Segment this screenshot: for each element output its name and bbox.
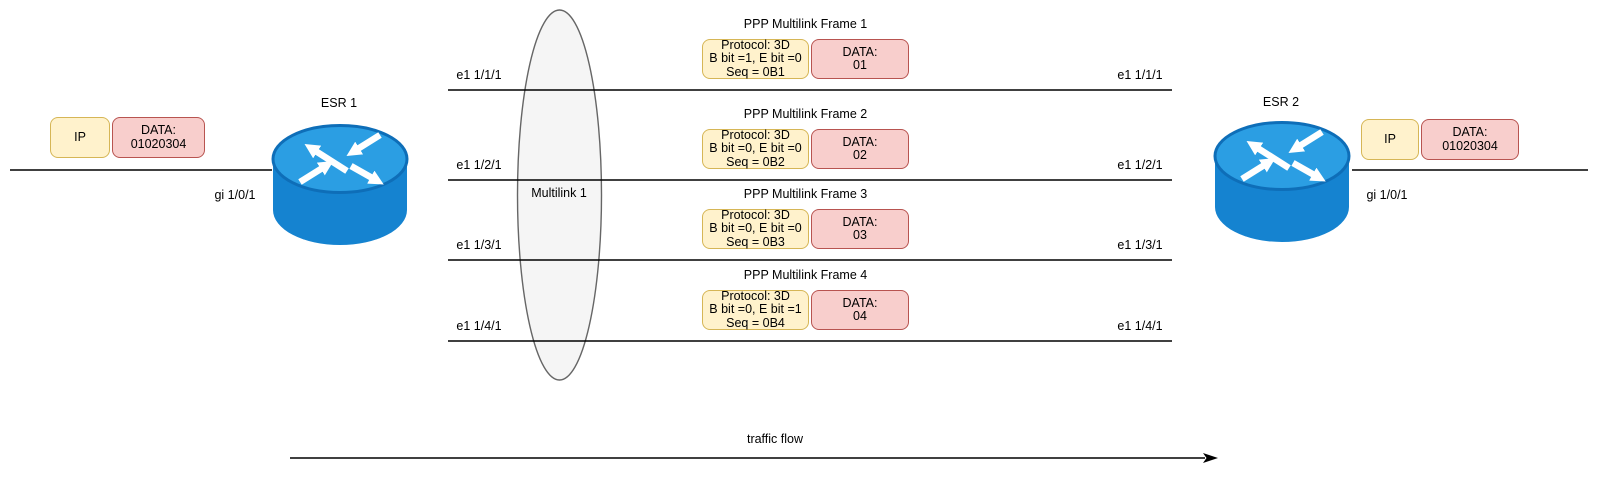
- left-data-label: DATA:: [141, 123, 176, 137]
- esr2-router-icon: [1213, 121, 1351, 242]
- lane3-frame-title: PPP Multilink Frame 3: [743, 187, 868, 201]
- lane1-protocol-line2: B bit =1, E bit =0: [709, 51, 802, 66]
- traffic-flow-arrowhead: [1203, 453, 1218, 463]
- lane4-right-port-label: e1 1/4/1: [1117, 319, 1163, 333]
- lane2-right-port-label: e1 1/2/1: [1117, 158, 1163, 172]
- lane4-data-box: DATA: 04: [811, 290, 909, 330]
- lane4-frame-title: PPP Multilink Frame 4: [743, 268, 868, 282]
- lane1-frame-title: PPP Multilink Frame 1: [743, 17, 868, 31]
- right-data-payload-box: DATA: 01020304: [1421, 119, 1519, 160]
- lane1-data-box: DATA: 01: [811, 39, 909, 79]
- left-ip-header-box: IP: [50, 117, 110, 158]
- left-gi-interface-label: gi 1/0/1: [214, 188, 256, 202]
- router-arrows-icon: [298, 132, 384, 185]
- lane1-data-label: DATA:: [842, 44, 878, 59]
- lane2-left-port-label: e1 1/2/1: [456, 158, 502, 172]
- lane1-protocol-line1: Protocol: 3D: [721, 37, 790, 52]
- lane2-frame-title: PPP Multilink Frame 2: [743, 107, 868, 121]
- lane4-protocol-line2: B bit =0, E bit =1: [709, 302, 802, 317]
- lane4-left-port-label: e1 1/4/1: [456, 319, 502, 333]
- lane4-data-label: DATA:: [842, 295, 878, 310]
- right-ip-header-box: IP: [1361, 119, 1419, 160]
- multilink-bundle-label: Multilink 1: [531, 186, 587, 200]
- lane3-right-port-label: e1 1/3/1: [1117, 238, 1163, 252]
- lane3-protocol-line1: Protocol: 3D: [721, 207, 790, 222]
- lane4-data-value: 04: [853, 309, 867, 323]
- router-arrows-icon: [1240, 129, 1326, 182]
- lane3-protocol-line3: Seq = 0B3: [726, 234, 785, 249]
- lane1-left-port-label: e1 1/1/1: [456, 68, 502, 82]
- lane2-data-value: 02: [853, 148, 867, 162]
- lane3-data-box: DATA: 03: [811, 209, 909, 249]
- lane2-protocol-line3: Seq = 0B2: [726, 154, 785, 169]
- left-data-payload-box: DATA: 01020304: [112, 117, 205, 158]
- lane2-protocol-line1: Protocol: 3D: [721, 127, 790, 142]
- esr1-title: ESR 1: [320, 96, 358, 110]
- router-top-face: [1213, 121, 1351, 191]
- lane1-protocol-box: Protocol: 3D B bit =1, E bit =0 Seq = 0B…: [702, 37, 809, 79]
- lane2-data-label: DATA:: [842, 134, 878, 149]
- lane4-protocol-line1: Protocol: 3D: [721, 288, 790, 303]
- router-top-face: [271, 124, 409, 194]
- lane3-protocol-line2: B bit =0, E bit =0: [709, 221, 802, 236]
- lane4-protocol-box: Protocol: 3D B bit =0, E bit =1 Seq = 0B…: [702, 288, 809, 330]
- right-ip-header-label: IP: [1384, 131, 1396, 146]
- lane3-data-value: 03: [853, 228, 867, 242]
- right-data-value: 01020304: [1442, 138, 1498, 153]
- left-ip-header-label: IP: [74, 129, 86, 144]
- lane3-left-port-label: e1 1/3/1: [456, 238, 502, 252]
- lane2-protocol-box: Protocol: 3D B bit =0, E bit =0 Seq = 0B…: [702, 127, 809, 169]
- lane2-protocol-line2: B bit =0, E bit =0: [709, 141, 802, 156]
- left-data-value: 01020304: [130, 136, 187, 151]
- traffic-flow-label: traffic flow: [746, 432, 804, 446]
- esr1-router-icon: [271, 124, 409, 245]
- lane4-protocol-line3: Seq = 0B4: [726, 315, 785, 330]
- lane3-data-label: DATA:: [842, 214, 878, 229]
- lane3-protocol-box: Protocol: 3D B bit =0, E bit =0 Seq = 0B…: [702, 207, 809, 249]
- right-gi-interface-label: gi 1/0/1: [1366, 188, 1408, 202]
- lane2-data-box: DATA: 02: [811, 129, 909, 169]
- lane1-data-value: 01: [853, 58, 867, 72]
- lane1-right-port-label: e1 1/1/1: [1117, 68, 1163, 82]
- lane1-protocol-line3: Seq = 0B1: [726, 64, 785, 79]
- right-data-label: DATA:: [1452, 125, 1488, 139]
- esr2-title: ESR 2: [1262, 95, 1300, 109]
- multilink-bundle-ellipse: [516, 9, 603, 381]
